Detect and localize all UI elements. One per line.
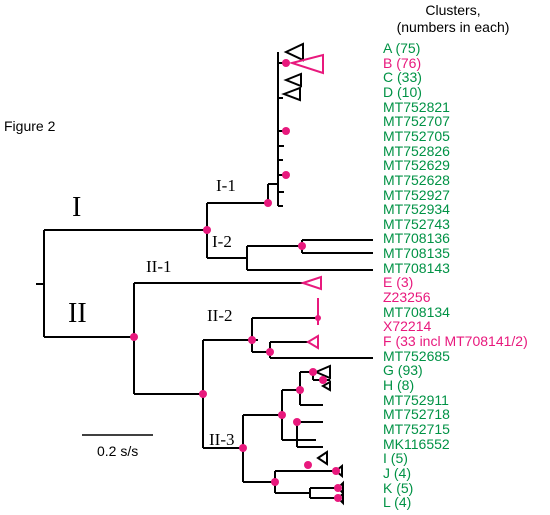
node-dot xyxy=(315,315,321,321)
leaf-label: MT752743 xyxy=(383,215,450,232)
clade-label-II: II xyxy=(68,298,87,329)
node-dot xyxy=(203,226,211,234)
leaf-label: H (8) xyxy=(383,376,415,393)
leaf-label: MT752821 xyxy=(383,98,450,115)
leaf-label: MT708143 xyxy=(383,259,450,276)
scale-bar-label: 0.2 s/s xyxy=(97,443,139,459)
leaf-label: E (3) xyxy=(383,274,414,291)
leaf-label: MT708136 xyxy=(383,230,450,247)
node-dot xyxy=(298,242,306,250)
node-dot xyxy=(334,484,342,492)
leaf-label: D (10) xyxy=(383,83,422,100)
node-dot xyxy=(239,444,247,452)
leaf-label: MT752826 xyxy=(383,142,450,159)
leaf-label: MT752685 xyxy=(383,347,450,364)
leaf-label: MT752911 xyxy=(383,391,449,408)
leaf-label: MT752705 xyxy=(383,127,450,144)
leaf-label: I (5) xyxy=(383,450,408,467)
triangle-C xyxy=(283,72,302,88)
node-dot xyxy=(264,199,272,207)
node-dot xyxy=(266,348,274,356)
leaf-label: K (5) xyxy=(383,479,414,496)
clusters-header-line2: (numbers in each) xyxy=(396,19,510,35)
leaf-label: MT752629 xyxy=(383,157,450,174)
triangle-D xyxy=(281,86,301,102)
tree-branches xyxy=(36,52,373,499)
clade-label-II-3: II-3 xyxy=(209,430,235,449)
triangle-E xyxy=(299,275,322,291)
leaf-label: MT752628 xyxy=(383,171,450,188)
leaf-label: MT752927 xyxy=(383,186,450,203)
node-dot xyxy=(271,478,279,486)
triangle-I xyxy=(316,450,328,466)
clade-label-I: I xyxy=(72,192,82,223)
leaf-label: X72214 xyxy=(383,318,432,335)
node-dot xyxy=(334,494,342,502)
leaf-label: A (75) xyxy=(383,40,421,56)
leaf-label: MK116552 xyxy=(383,435,450,452)
node-dot xyxy=(199,390,207,398)
node-dot xyxy=(282,127,290,135)
node-dot xyxy=(304,461,312,469)
clusters-header: Clusters, (numbers in each) xyxy=(358,2,548,36)
clusters-header-line1: Clusters, xyxy=(425,2,481,18)
clade-label-I-2: I-2 xyxy=(212,232,232,251)
node-dot xyxy=(332,467,340,475)
triangle-A xyxy=(283,42,304,62)
node-dot xyxy=(282,171,290,179)
collapsed-clades xyxy=(281,42,344,506)
leaf-label: MT752934 xyxy=(383,201,450,218)
leaf-label: MT708134 xyxy=(383,303,450,320)
clade-label-I-1: I-1 xyxy=(216,176,236,195)
node-markers xyxy=(130,59,342,502)
node-dot xyxy=(309,368,317,376)
leaf-label: C (33) xyxy=(383,69,422,86)
leaf-label: MT708135 xyxy=(383,245,450,262)
leaf-label: B (76) xyxy=(383,54,422,71)
clade-label-II-2: II-2 xyxy=(207,306,233,325)
triangle-F xyxy=(306,334,319,350)
leaf-label: MT752707 xyxy=(383,113,450,130)
clade-label-II-1: II-1 xyxy=(146,257,172,276)
leaf-label: G (93) xyxy=(383,362,423,379)
leaf-label: L (4) xyxy=(383,494,412,511)
leaf-label: F (33 incl MT708141/2) xyxy=(383,333,528,349)
node-dot xyxy=(282,59,290,67)
node-dot xyxy=(293,418,301,426)
node-dot xyxy=(130,333,138,341)
node-dot xyxy=(278,411,286,419)
triangle-G xyxy=(313,364,331,380)
leaf-label: MT752718 xyxy=(383,406,450,423)
triangle-B xyxy=(288,53,324,75)
leaf-label: J (4) xyxy=(383,464,411,481)
leaf-label: Z23256 xyxy=(383,289,431,306)
node-dot xyxy=(319,376,327,384)
figure-label: Figure 2 xyxy=(4,118,56,134)
leaf-label: MT752715 xyxy=(383,420,450,437)
node-dot xyxy=(248,336,256,344)
triangle-H xyxy=(320,380,331,392)
node-dot xyxy=(296,386,304,394)
